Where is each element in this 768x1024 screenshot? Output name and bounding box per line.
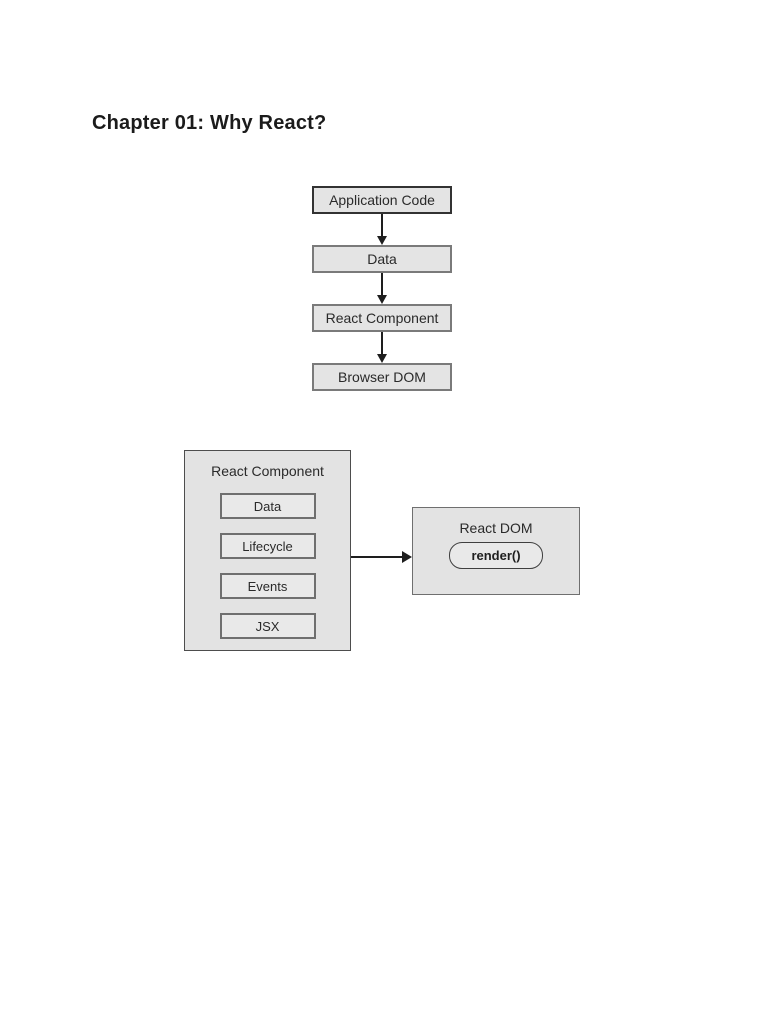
react-component-title: React Component [211,463,324,479]
arrow-down-icon [376,214,388,245]
arrow-shaft [381,214,383,238]
flow-node-data: Data [312,245,452,273]
render-method-box: render() [449,542,543,569]
arrow-shaft [381,273,383,297]
flow-node-browser-dom: Browser DOM [312,363,452,391]
react-dom-container: React DOM render() [412,507,580,595]
flow-node-application-code: Application Code [312,186,452,214]
arrow-shaft [351,556,404,558]
data-flow-diagram: Application Code Data React Component Br… [312,186,452,391]
react-dom-title: React DOM [459,520,533,536]
component-item-lifecycle: Lifecycle [219,533,316,559]
chapter-heading: Chapter 01: Why React? [92,112,327,134]
component-item-jsx: JSX [219,613,316,639]
arrow-head [377,354,387,363]
arrow-shaft [381,332,383,356]
arrow-down-icon [376,332,388,363]
arrow-down-icon [376,273,388,304]
arrow-head [377,295,387,304]
arrow-head [402,551,412,563]
component-item-events: Events [219,573,316,599]
arrow-right-icon [351,551,412,563]
flow-node-react-component: React Component [312,304,452,332]
component-item-data: Data [219,493,316,519]
react-component-container: React Component Data Lifecycle Events JS… [184,450,351,651]
arrow-head [377,236,387,245]
